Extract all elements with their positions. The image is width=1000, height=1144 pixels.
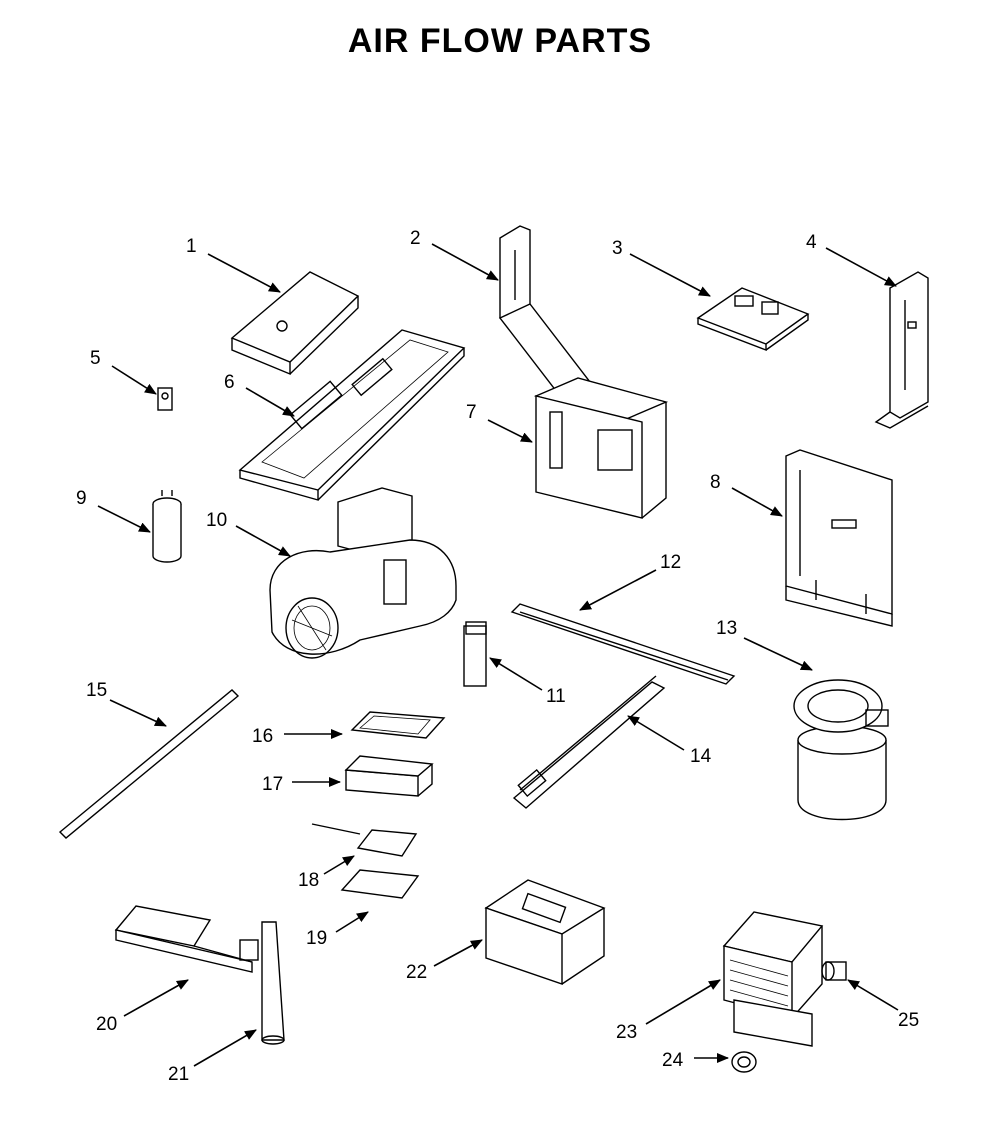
part-23-magnetron[interactable] bbox=[722, 911, 824, 1047]
callout-9: 9 bbox=[76, 488, 87, 509]
part-3-board[interactable] bbox=[696, 287, 810, 352]
callout-18: 18 bbox=[298, 870, 319, 891]
leader-lines bbox=[97, 243, 899, 1067]
callout-10: 10 bbox=[206, 510, 227, 531]
part-17-filter-box[interactable] bbox=[344, 755, 434, 797]
part-7-frame[interactable] bbox=[533, 377, 669, 519]
callout-8: 8 bbox=[710, 472, 721, 493]
part-5-clip[interactable] bbox=[157, 387, 173, 411]
part-12-rail[interactable] bbox=[510, 603, 736, 685]
callout-25: 25 bbox=[898, 1010, 919, 1031]
callout-16: 16 bbox=[252, 726, 273, 747]
callout-14: 14 bbox=[690, 746, 712, 767]
callout-5: 5 bbox=[90, 348, 101, 369]
part-2-bracket[interactable] bbox=[498, 225, 592, 397]
part-14-rail[interactable] bbox=[512, 675, 666, 809]
part-10-blower[interactable] bbox=[269, 487, 457, 659]
part-18-filter-pad[interactable] bbox=[311, 823, 418, 857]
part-8-panel[interactable] bbox=[785, 449, 893, 627]
part-15-rod[interactable] bbox=[58, 689, 240, 839]
callout-21: 21 bbox=[168, 1064, 189, 1085]
part-9-capacitor[interactable] bbox=[152, 490, 182, 563]
callout-20: 20 bbox=[96, 1014, 117, 1035]
callout-13: 13 bbox=[716, 618, 737, 639]
part-24-cap[interactable] bbox=[731, 1051, 757, 1073]
callout-6: 6 bbox=[224, 372, 235, 393]
part-19-filter-sheet[interactable] bbox=[340, 869, 420, 899]
callout-2: 2 bbox=[410, 228, 421, 249]
callout-4: 4 bbox=[806, 232, 817, 253]
callout-1: 1 bbox=[186, 236, 197, 257]
callout-19: 19 bbox=[306, 928, 327, 949]
part-4-panel[interactable] bbox=[874, 271, 929, 429]
callout-17: 17 bbox=[262, 774, 283, 795]
diagram-title: AIR FLOW PARTS bbox=[347, 22, 653, 60]
callout-3: 3 bbox=[612, 238, 623, 259]
part-13-motor[interactable] bbox=[793, 679, 889, 821]
callout-15: 15 bbox=[86, 680, 107, 701]
part-6-tray[interactable] bbox=[238, 329, 466, 501]
part-16-filter-frame[interactable] bbox=[350, 711, 446, 739]
part-25-connector[interactable] bbox=[821, 961, 847, 981]
part-1-cover[interactable] bbox=[230, 271, 360, 376]
callout-numbers: 1 2 3 4 5 6 7 8 9 10 12 11 13 14 15 16 1… bbox=[76, 228, 919, 1085]
part-20-duct-bracket[interactable] bbox=[114, 905, 259, 973]
part-21-tube[interactable] bbox=[261, 921, 285, 1045]
callout-11: 11 bbox=[546, 686, 566, 707]
part-11-bracket[interactable] bbox=[463, 621, 487, 687]
callout-7: 7 bbox=[466, 402, 477, 423]
callout-22: 22 bbox=[406, 962, 427, 983]
callout-12: 12 bbox=[660, 552, 681, 573]
callout-23: 23 bbox=[616, 1022, 637, 1043]
callout-24: 24 bbox=[662, 1050, 684, 1071]
part-22-mount[interactable] bbox=[484, 879, 606, 985]
